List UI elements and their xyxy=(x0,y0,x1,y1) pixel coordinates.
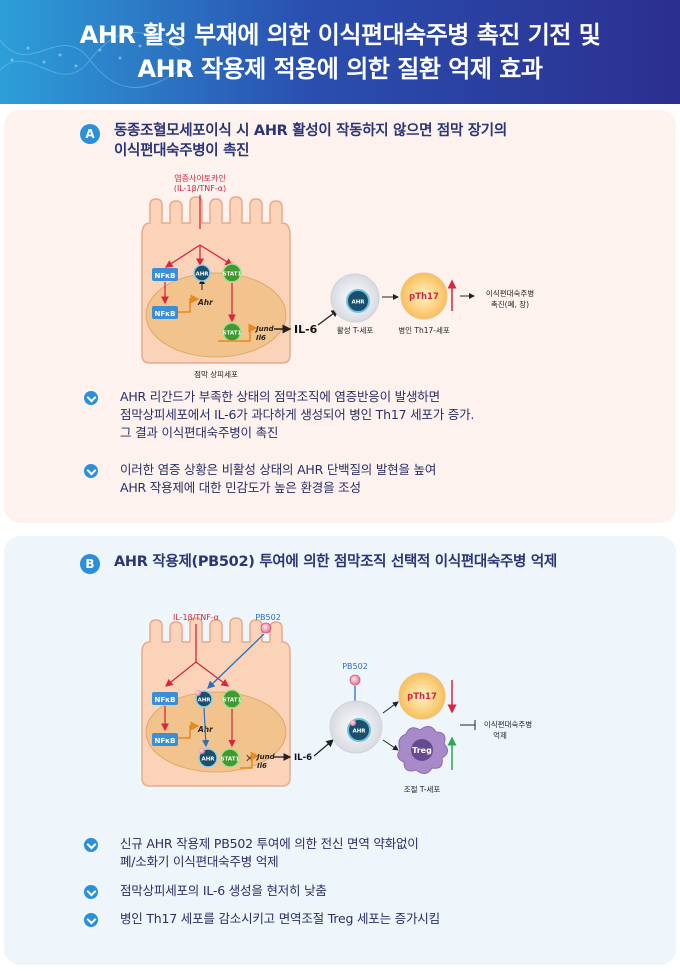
tcell-label: 활성 T-세포 xyxy=(337,325,374,335)
nfkb-nuclear xyxy=(152,306,178,319)
panel-a-heading-line-2: 이식편대숙주병이 촉진 xyxy=(114,143,250,159)
tcell-ahr-label-b: AHR xyxy=(352,729,366,735)
page-title: AHR 활성 부재에 의한 이식편대숙주병 촉진 기전 및 AHR 작용제 적용… xyxy=(0,18,680,86)
outcome-b-line-2: 억제 xyxy=(493,731,507,740)
check-icon xyxy=(84,464,98,478)
panel-a-heading-line-1: 동종조혈모세포이식 시 AHR 활성이 작동하지 않으면 점막 장기의 xyxy=(114,123,507,139)
stat1-nuclear-label: STAT1 xyxy=(223,331,242,337)
panel-b-bullet-1: 신규 AHR 작용제 PB502 투여에 의한 전신 면역 약화없이 폐/소화기… xyxy=(84,835,419,871)
il6-gene-label-b: Il6 xyxy=(257,762,267,770)
panel-b-bullet-2: 점막상피세포의 IL-6 생성을 현저히 낮춤 xyxy=(84,882,327,900)
jund-gene-label: Jund xyxy=(254,325,275,333)
bullet-text: AHR 리간드가 부족한 상태의 점막조직에 염증반응이 발생하면 점막상피세포… xyxy=(120,389,475,440)
stimulus-label-b: IL-1β/TNF-α xyxy=(173,613,219,622)
outcome-line-1: 이식편대숙주병 xyxy=(486,288,534,298)
stat1-protein xyxy=(222,263,242,283)
stimulus-label-line-2: (IL-1β/TNF-α) xyxy=(174,184,226,193)
stat1-label-b: STAT1 xyxy=(223,698,242,704)
nfkb-nuclear-label: NFκB xyxy=(155,310,176,318)
il6-gene-label: Il6 xyxy=(256,334,266,342)
pb502-molecule xyxy=(260,622,272,634)
bullet-text: 점막상피세포의 IL-6 생성을 현저히 낮춤 xyxy=(120,883,327,898)
panel-a-bullet-2: 이러한 염증 상황은 비활성 상태의 AHR 단백질의 발현을 높여 AHR 작… xyxy=(84,461,436,497)
stimulus-label-line-1: 염증사이토카인 xyxy=(174,173,226,183)
pth17-cell xyxy=(400,272,448,320)
drug2-label-b: PB502 xyxy=(342,662,368,671)
check-icon xyxy=(84,391,98,405)
tcell-ahr-label: AHR xyxy=(351,300,365,306)
check-icon xyxy=(84,913,98,927)
stat1-protein-label: STAT1 xyxy=(223,272,242,278)
ahr-nuclear-label-b: AHR xyxy=(201,757,215,763)
blocked-icon: ✕ xyxy=(245,752,254,765)
bullet-text: 신규 AHR 작용제 PB502 투여에 의한 전신 면역 약화없이 폐/소화기… xyxy=(120,836,419,869)
stat1-nuclear-label-b: STAT1 xyxy=(221,757,240,763)
treg-label: Treg xyxy=(412,746,432,755)
ahr-gene-label: Ahr xyxy=(197,298,214,307)
drug-label-b: PB502 xyxy=(255,613,281,622)
ahr-protein xyxy=(193,264,211,282)
jund-label-b: Jund xyxy=(255,753,276,761)
dna-decoration xyxy=(0,32,181,88)
il6-label: IL-6 xyxy=(294,323,318,336)
pth17-label: pTh17 xyxy=(409,292,439,302)
bullet-text: 이러한 염증 상황은 비활성 상태의 AHR 단백질의 발현을 높여 AHR 작… xyxy=(120,462,437,495)
ahr-protein-label: AHR xyxy=(195,272,209,278)
treg-caption: 조절 T-세포 xyxy=(404,785,441,794)
il6-label-b: IL-6 xyxy=(294,753,312,763)
panel-b xyxy=(4,536,676,965)
ahr-label-b: AHR xyxy=(197,698,211,704)
nfkb-nuclear-label-b: NFκB xyxy=(155,737,176,745)
pth17-cell-b xyxy=(398,672,446,720)
outcome-line-2: 촉진(폐, 장) xyxy=(491,299,529,309)
epithelial-cell xyxy=(141,196,291,364)
pth17-caption: 병인 Th17-세포 xyxy=(398,325,450,335)
cell-label: 점막 상피세포 xyxy=(194,369,238,379)
nfkb-label-b: NFκB xyxy=(155,696,176,704)
panel-a-bullet-1: AHR 리간드가 부족한 상태의 점막조직에 염증반응이 발생하면 점막상피세포… xyxy=(84,388,474,442)
panel-a-diagram: 염증사이토카인 (IL-1β/TNF-α) NFκB NFκB Ahr AHR … xyxy=(141,173,534,379)
panel-a-heading: 동종조혈모세포이식 시 AHR 활성이 작동하지 않으면 점막 장기의 이식편대… xyxy=(114,121,507,161)
panel-b-badge: B xyxy=(80,554,100,574)
outcome-b-line-1: 이식편대숙주병 xyxy=(484,719,532,729)
panel-b-diagram: IL-1β/TNF-α PB502 NFκB NFκB Ahr AHR STAT… xyxy=(141,613,532,794)
page-header: AHR 활성 부재에 의한 이식편대숙주병 촉진 기전 및 AHR 작용제 적용… xyxy=(0,0,680,104)
check-icon xyxy=(84,885,98,899)
panel-a-badge: A xyxy=(80,124,100,144)
title-line-2: AHR 작용제 적용에 의한 질환 억제 효과 xyxy=(137,55,543,83)
panel-b-bullet-3: 병인 Th17 세포를 감소시키고 면역조절 Treg 세포는 증가시킴 xyxy=(84,910,440,928)
nfkb-protein xyxy=(152,268,178,281)
panel-b-heading: AHR 작용제(PB502) 투여에 의한 점막조직 선택적 이식편대숙주병 억… xyxy=(114,554,557,570)
title-line-1: AHR 활성 부재에 의한 이식편대숙주병 촉진 기전 및 xyxy=(79,21,601,49)
pth17-label-b: pTh17 xyxy=(407,692,437,702)
check-icon xyxy=(84,838,98,852)
nfkb-label: NFκB xyxy=(155,272,176,280)
bullet-text: 병인 Th17 세포를 감소시키고 면역조절 Treg 세포는 증가시킴 xyxy=(120,911,440,926)
